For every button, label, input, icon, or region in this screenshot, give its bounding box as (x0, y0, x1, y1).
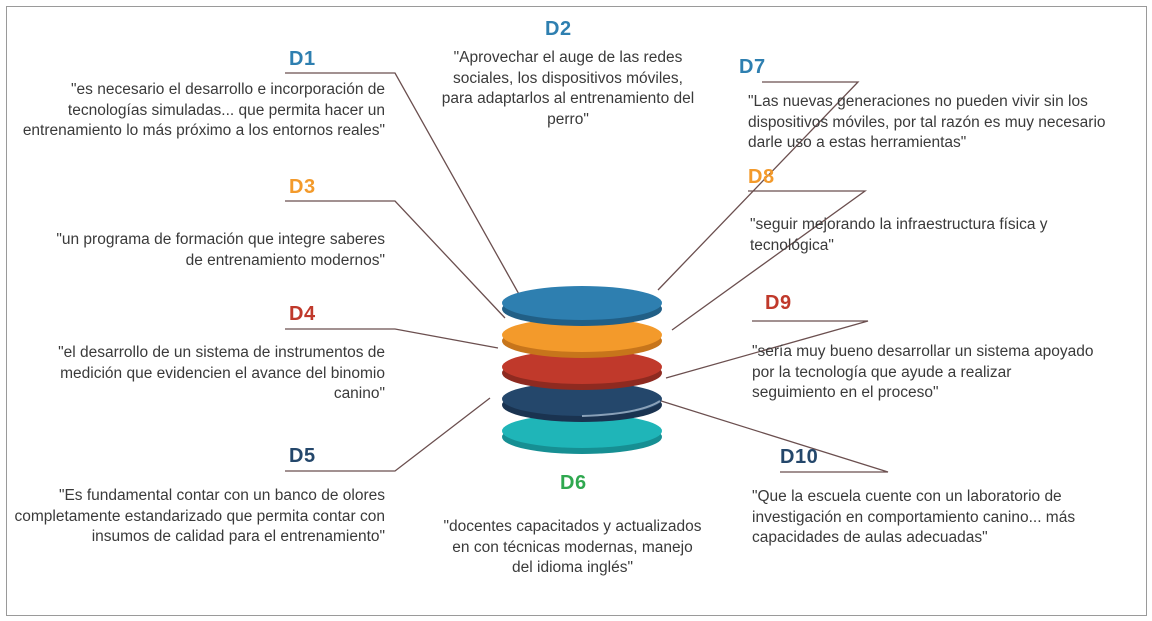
label-d1: D1 (289, 48, 316, 70)
connector-d5 (285, 397, 491, 472)
disc-orange (502, 318, 662, 358)
label-d7: D7 (739, 56, 766, 78)
quote-d9: "sería muy bueno desarrollar un sistema … (752, 343, 1094, 401)
quote-d5: "Es fundamental contar con un banco de o… (14, 487, 386, 545)
label-d9: D9 (765, 292, 792, 314)
label-d8: D8 (748, 166, 775, 188)
quote-d7: "Las nuevas generaciones no pueden vivir… (748, 93, 1106, 151)
disc-teal (502, 414, 662, 454)
connector-d1 (285, 72, 521, 297)
connector-d7 (657, 81, 860, 291)
quote-d3: "un programa de formación que integre sa… (56, 231, 385, 269)
label-d4: D4 (289, 303, 316, 325)
disc-blue (502, 286, 662, 326)
quote-d2: "Aprovechar el auge de las redes sociale… (441, 49, 695, 128)
connector-d4 (285, 328, 499, 349)
connector-d8 (671, 190, 868, 331)
label-d6: D6 (560, 472, 587, 494)
connector-d3 (285, 200, 506, 319)
label-d3: D3 (289, 176, 316, 198)
label-d5: D5 (289, 445, 316, 467)
disc-stack (502, 286, 662, 454)
disc-navy (502, 382, 662, 422)
quote-d1: "es necesario el desarrollo e incorporac… (22, 81, 385, 139)
connector-d9 (665, 320, 869, 379)
quote-d6: "docentes capacitados y actualizados en … (443, 518, 702, 576)
connector-d10 (657, 399, 889, 473)
disc-red (502, 350, 662, 390)
quote-d4: "el desarrollo de un sistema de instrume… (58, 344, 385, 402)
quote-d10: "Que la escuela cuente con un laboratori… (752, 488, 1076, 546)
label-d10: D10 (780, 446, 819, 468)
quote-d8: "seguir mejorando la infraestructura fís… (750, 216, 1048, 254)
label-d2: D2 (545, 18, 572, 40)
